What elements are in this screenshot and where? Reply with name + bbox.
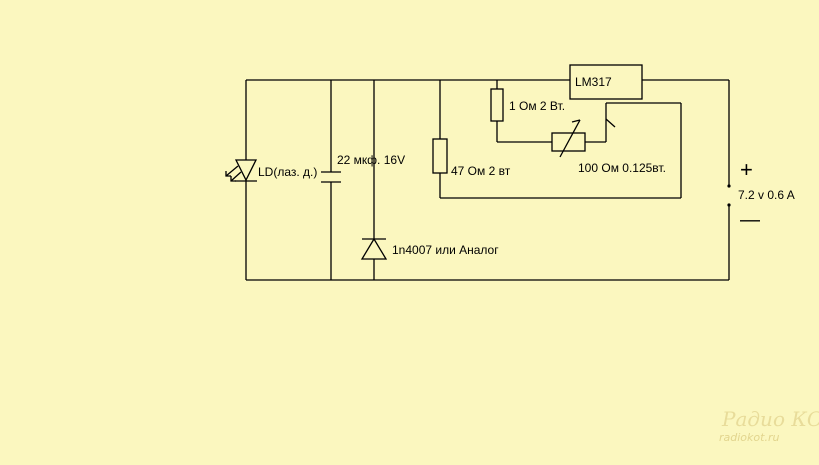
potentiometer-label: 100 Ом 0.125вт. xyxy=(578,161,666,175)
ld-arrowhead-2 xyxy=(230,176,236,182)
lm317-label: LM317 xyxy=(575,75,612,89)
capacitor xyxy=(321,171,341,183)
labels: LD(лаз. д.) 22 мкф. 16V 1n4007 или Анало… xyxy=(258,75,795,257)
resistor-1-ohm xyxy=(490,88,504,122)
wires xyxy=(245,79,730,281)
wiper-tap-wire xyxy=(605,118,616,128)
ld-triangle xyxy=(234,159,258,182)
potentiometer xyxy=(551,119,586,158)
supply-label: 7.2 v 0.6 A xyxy=(738,188,795,202)
pot-arrowhead xyxy=(571,119,581,123)
diode xyxy=(360,237,388,260)
resistor-47-label: 47 Ом 2 вт xyxy=(451,164,511,178)
ld-arrowhead-1 xyxy=(225,171,231,177)
laser-diode xyxy=(225,159,258,182)
lm317-regulator xyxy=(569,64,643,100)
ld-arrow-2 xyxy=(230,171,242,182)
minus-sign: — xyxy=(740,209,760,231)
watermark-logo: Радио КОТ xyxy=(721,407,819,431)
resistor-47-ohm xyxy=(432,138,448,174)
ld-arrow-1 xyxy=(225,165,239,177)
diode-triangle xyxy=(360,237,388,260)
minus-terminal-dot xyxy=(727,203,731,207)
plus-terminal-dot xyxy=(727,184,731,188)
diode-label: 1n4007 или Аналог xyxy=(392,243,499,257)
ld-label: LD(лаз. д.) xyxy=(258,165,317,179)
plus-sign: + xyxy=(740,157,753,182)
pot-adjust-arrow xyxy=(559,119,581,158)
watermark-url: radiokot.ru xyxy=(719,431,779,444)
watermark: Радио КОТ radiokot.ru xyxy=(719,407,819,444)
resistor-1-label: 1 Ом 2 Вт. xyxy=(509,99,565,113)
supply-terminals xyxy=(727,184,731,207)
capacitor-label: 22 мкф. 16V xyxy=(337,153,405,167)
